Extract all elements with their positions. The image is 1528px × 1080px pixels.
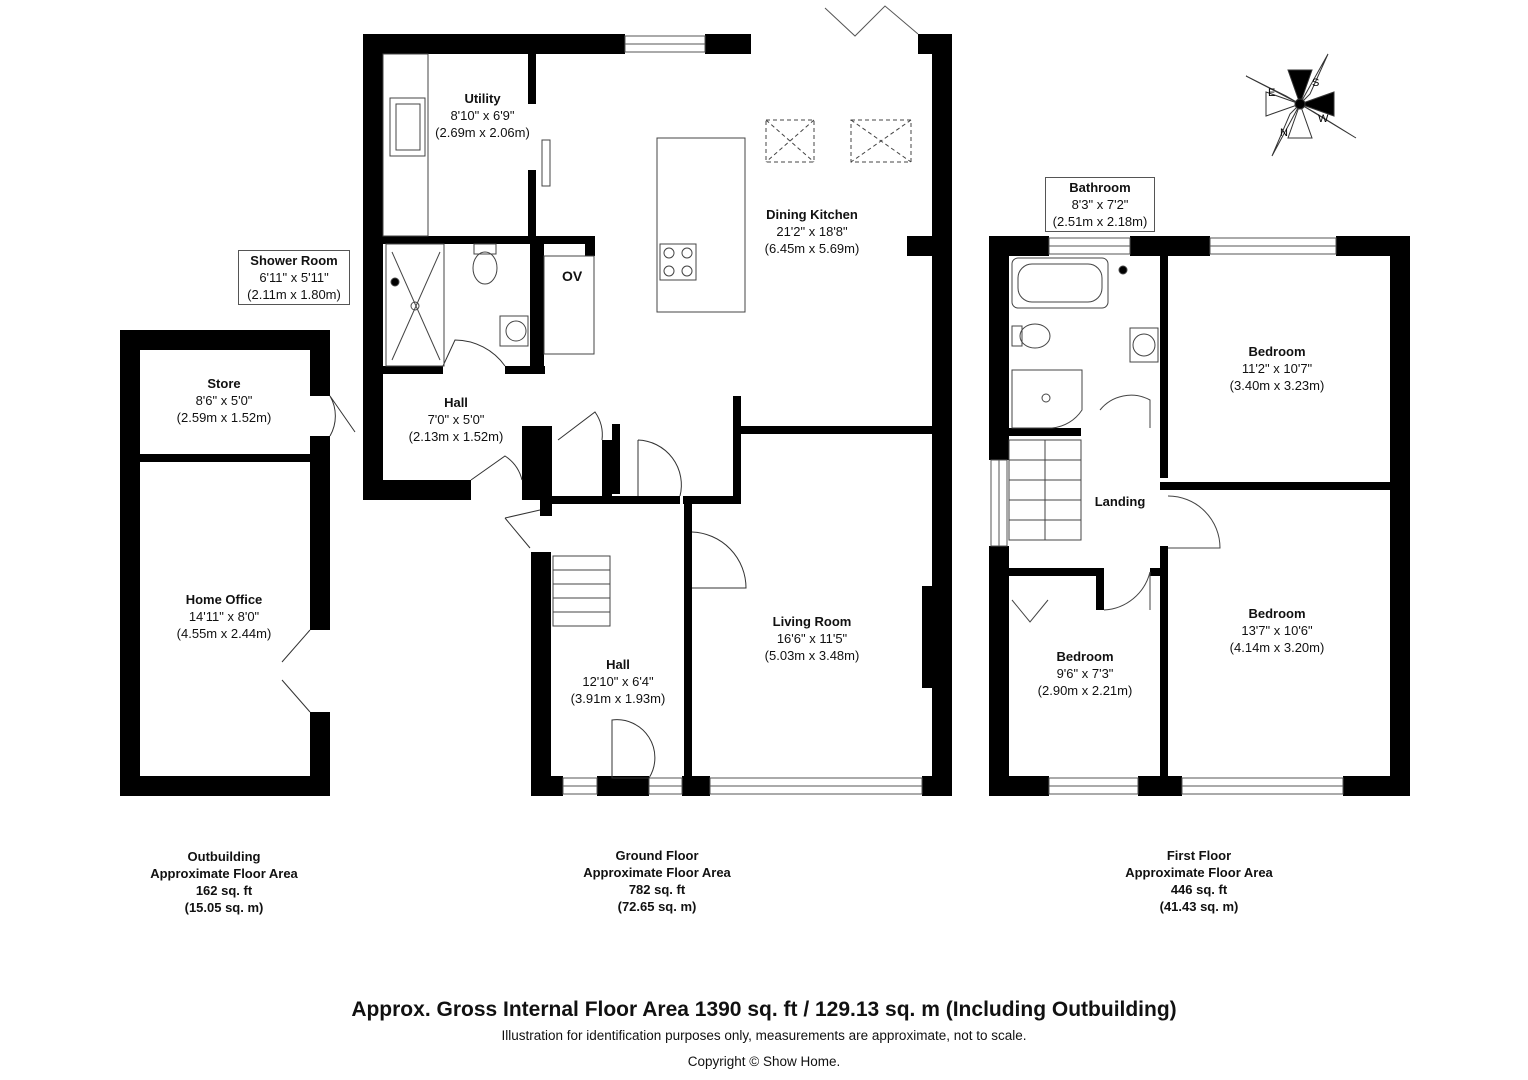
room-name: Living Room [772,614,852,629]
room-name: Home Office [185,592,263,607]
room-dimensions-metric: (5.03m x 3.48m) [764,648,860,663]
room-name: Bedroom [1248,344,1306,359]
room-name: Hall [444,395,468,410]
floor-subtitle: Approximate Floor Area [150,866,298,881]
floor-subtitle: Approximate Floor Area [583,865,731,880]
room-dimensions-metric: (2.11m x 1.80m) [247,287,341,302]
floor-title: First Floor [1166,848,1232,863]
room-name: Utility [464,91,501,106]
room-label-living-room: Living Room 16'6" x 11'5" (5.03m x 3.48m… [742,613,882,664]
first-floor-fixtures [1008,257,1221,623]
compass-letter-e: E [1268,87,1275,99]
room-name: Hall [606,657,630,672]
room-label-shower-room: Shower Room 6'11" x 5'11" (2.11m x 1.80m… [238,250,350,305]
floor-sqft: 446 sq. ft [1170,882,1228,897]
floor-title: Ground Floor [615,848,699,863]
room-label-bathroom: Bathroom 8'3" x 7'2" (2.51m x 2.18m) [1045,177,1155,232]
room-dimensions-imperial: 8'3" x 7'2" [1071,197,1129,212]
room-dimensions-metric: (2.69m x 2.06m) [435,125,530,140]
ground-floor-windows [562,5,923,795]
room-dimensions-metric: (2.51m x 2.18m) [1052,214,1148,229]
room-label-dining-kitchen: Dining Kitchen 21'2" x 18'8" (6.45m x 5.… [742,206,882,257]
room-name: Bedroom [1248,606,1306,621]
room-dimensions-imperial: 12'10" x 6'4" [582,674,654,689]
outbuilding-walls [120,330,330,796]
compass-letters: S W N E [1268,77,1329,139]
ground-floor-fixtures [382,53,912,627]
room-dimensions-metric: (3.40m x 3.23m) [1229,378,1325,393]
room-dimensions-imperial: 13'7" x 10'6" [1241,623,1313,638]
room-label-utility: Utility 8'10" x 6'9" (2.69m x 2.06m) [420,90,545,141]
room-dimensions-imperial: 8'10" x 6'9" [450,108,515,123]
room-label-bedroom-3: Bedroom 9'6" x 7'3" (2.90m x 2.21m) [1024,648,1146,699]
room-dimensions-imperial: 11'2" x 10'7" [1241,361,1313,376]
first-floor-walls [989,236,1410,796]
floor-sqm: (72.65 sq. m) [617,899,697,914]
room-name: Shower Room [250,253,338,268]
room-label-hall-small: Hall 7'0" x 5'0" (2.13m x 1.52m) [396,394,516,445]
room-dimensions-imperial: 6'11" x 5'11" [259,270,329,285]
compass-letter-w: W [1318,113,1329,125]
room-label-hall-main: Hall 12'10" x 6'4" (3.91m x 1.93m) [558,656,678,707]
floor-sqm: (41.43 sq. m) [1159,899,1239,914]
room-dimensions-metric: (2.59m x 1.52m) [176,410,272,425]
outbuilding-doors [281,395,356,713]
room-label-home-office: Home Office 14'11" x 8'0" (4.55m x 2.44m… [160,591,288,642]
floor-sqft: 162 sq. ft [195,883,253,898]
gross-floor-area: Approx. Gross Internal Floor Area 1390 s… [351,998,1177,1021]
room-dimensions-imperial: 14'11" x 8'0" [188,609,260,624]
disclaimer: Illustration for identification purposes… [501,1028,1027,1043]
ground-floor-walls [363,34,952,796]
room-dimensions-metric: (2.13m x 1.52m) [408,429,504,444]
first-floor-windows [990,237,1344,795]
room-dimensions-metric: (4.14m x 3.20m) [1229,640,1325,655]
floor-sqm: (15.05 sq. m) [184,900,264,915]
room-label-landing: Landing [1080,493,1160,510]
floor-subtitle: Approximate Floor Area [1125,865,1273,880]
floor-title: Outbuilding [187,849,261,864]
compass-letter-n: N [1280,127,1288,139]
room-name: Dining Kitchen [766,207,858,222]
room-dimensions-imperial: 16'6" x 11'5" [776,631,848,646]
room-name: Store [207,376,241,391]
copyright: Copyright © Show Home. [687,1054,841,1069]
room-dimensions-imperial: 7'0" x 5'0" [427,412,485,427]
room-dimensions-imperial: 21'2" x 18'8" [776,224,848,239]
room-name: Bedroom [1056,649,1114,664]
outbuilding-floor-area: Outbuilding Approximate Floor Area 162 s… [124,848,324,916]
first-floor-area: First Floor Approximate Floor Area 446 s… [1099,847,1299,915]
room-label-store: Store 8'6" x 5'0" (2.59m x 1.52m) [160,375,288,426]
room-label-bedroom-1: Bedroom 11'2" x 10'7" (3.40m x 3.23m) [1212,343,1342,394]
room-name: Bathroom [1069,180,1131,195]
room-dimensions-metric: (3.91m x 1.93m) [570,691,666,706]
room-dimensions-metric: (6.45m x 5.69m) [764,241,860,256]
room-dimensions-imperial: 9'6" x 7'3" [1056,666,1114,681]
ground-floor-doors [442,339,747,779]
floor-sqft: 782 sq. ft [628,882,686,897]
room-name: Landing [1094,494,1146,509]
compass-letter-s: S [1312,77,1319,89]
room-label-bedroom-2: Bedroom 13'7" x 10'6" (4.14m x 3.20m) [1212,605,1342,656]
room-dimensions-metric: (2.90m x 2.21m) [1037,683,1133,698]
ground-floor-area: Ground Floor Approximate Floor Area 782 … [557,847,757,915]
compass [1245,53,1357,157]
room-dimensions-imperial: 8'6" x 5'0" [195,393,253,408]
room-dimensions-metric: (4.55m x 2.44m) [176,626,272,641]
oven-label: OV [562,268,583,284]
